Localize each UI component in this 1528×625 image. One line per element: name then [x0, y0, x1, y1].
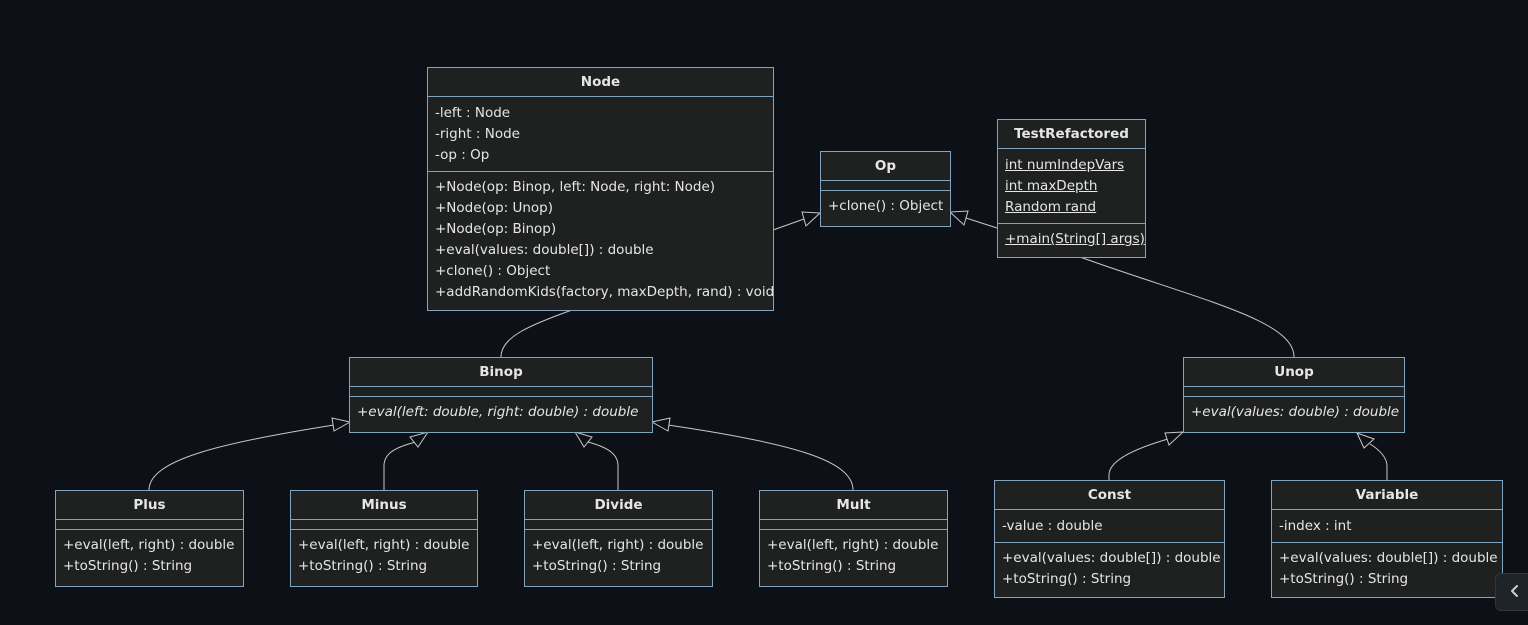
class-variable[interactable]: Variable -index : int +eval(values: doub… — [1271, 480, 1503, 598]
class-attributes — [760, 520, 947, 530]
class-title: Const — [995, 481, 1224, 510]
method: +eval(values: double[]) : double — [435, 242, 654, 258]
class-attributes — [525, 520, 712, 530]
method: +toString() : String — [1002, 571, 1132, 587]
static-attribute: int numIndepVars — [1005, 157, 1125, 173]
class-attributes: -left : Node -right : Node -op : Op — [428, 97, 773, 172]
class-attributes: -index : int — [1272, 510, 1502, 543]
method: +eval(values: double[]) : double — [1279, 550, 1498, 566]
edge-variable-unop — [1369, 443, 1388, 480]
method: +toString() : String — [532, 558, 662, 574]
method: +Node(op: Binop, left: Node, right: Node… — [435, 179, 716, 195]
arrowhead-minus-binop — [409, 431, 430, 448]
method: +toString() : String — [767, 558, 897, 574]
class-title: Binop — [350, 358, 652, 387]
class-methods: +eval(left, right) : double +toString() … — [760, 530, 947, 582]
method: +eval(left, right) : double — [532, 537, 704, 553]
class-methods: +eval(values: double) : double — [1184, 397, 1404, 428]
class-methods: +main(String[] args) — [998, 224, 1145, 255]
edge-divide-binop — [587, 441, 619, 490]
edge-test-op — [965, 217, 998, 229]
arrowhead-mult-binop — [650, 417, 671, 432]
class-title: Variable — [1272, 481, 1502, 510]
method: +addRandomKids(factory, maxDepth, rand) … — [435, 284, 775, 300]
class-node[interactable]: Node -left : Node -right : Node -op : Op… — [427, 67, 774, 311]
method: +toString() : String — [298, 558, 428, 574]
class-minus[interactable]: Minus +eval(left, right) : double +toStr… — [290, 490, 478, 587]
static-attribute: Random rand — [1005, 199, 1097, 215]
class-title: Minus — [291, 491, 477, 520]
class-methods: +eval(left, right) : double +toString() … — [56, 530, 243, 582]
arrowhead-node-op — [801, 211, 822, 227]
class-binop[interactable]: Binop +eval(left: double, right: double)… — [349, 357, 653, 433]
class-title: TestRefactored — [998, 120, 1145, 149]
attribute: -value : double — [1002, 518, 1103, 534]
static-attribute: int maxDepth — [1005, 178, 1098, 194]
method: +eval(left, right) : double — [767, 537, 939, 553]
attribute: -left : Node — [435, 105, 511, 121]
class-methods: +eval(values: double[]) : double +toStri… — [1272, 543, 1502, 595]
class-title: Plus — [56, 491, 243, 520]
attribute: -op : Op — [435, 147, 490, 163]
edge-test-unop — [1079, 256, 1295, 358]
class-mult[interactable]: Mult +eval(left, right) : double +toStri… — [759, 490, 948, 587]
class-methods: +clone() : Object — [821, 191, 950, 222]
arrowhead-variable-unop — [1356, 432, 1375, 449]
class-attributes: -value : double — [995, 510, 1224, 543]
class-plus[interactable]: Plus +eval(left, right) : double +toStri… — [55, 490, 244, 587]
method: +clone() : Object — [828, 198, 944, 214]
class-op[interactable]: Op +clone() : Object — [820, 151, 951, 227]
attribute: -index : int — [1279, 518, 1352, 534]
method: +eval(left, right) : double — [298, 537, 470, 553]
class-methods: +Node(op: Binop, left: Node, right: Node… — [428, 172, 775, 308]
edge-minus-binop — [383, 441, 417, 490]
method: +eval(values: double[]) : double — [1002, 550, 1221, 566]
abstract-method: +eval(left: double, right: double) : dou… — [357, 404, 639, 420]
arrowhead-test-op — [948, 210, 969, 226]
class-attributes: int numIndepVars int maxDepth Random ran… — [998, 149, 1145, 224]
method: +eval(left, right) : double — [63, 537, 235, 553]
arrowhead-const-unop — [1164, 431, 1185, 446]
class-attributes — [291, 520, 477, 530]
class-title: Op — [821, 152, 950, 181]
chevron-left-icon — [1508, 583, 1522, 602]
class-attributes — [821, 181, 950, 191]
arrowhead-divide-binop — [573, 431, 593, 448]
class-title: Unop — [1184, 358, 1404, 387]
class-methods: +eval(left: double, right: double) : dou… — [350, 397, 652, 428]
class-unop[interactable]: Unop +eval(values: double) : double — [1183, 357, 1405, 433]
class-attributes — [56, 520, 243, 530]
collapse-panel-button[interactable] — [1495, 573, 1528, 611]
static-method: +main(String[] args) — [1005, 231, 1145, 247]
class-test-refactored[interactable]: TestRefactored int numIndepVars int maxD… — [997, 119, 1146, 258]
attribute: -right : Node — [435, 126, 520, 142]
edge-const-unop — [1108, 438, 1169, 480]
class-title: Node — [428, 68, 773, 97]
arrowhead-plus-binop — [331, 417, 352, 432]
class-divide[interactable]: Divide +eval(left, right) : double +toSt… — [524, 490, 713, 587]
abstract-method: +eval(values: double) : double — [1191, 404, 1400, 420]
class-attributes — [1184, 387, 1404, 397]
method: +Node(op: Unop) — [435, 200, 554, 216]
class-title: Mult — [760, 491, 947, 520]
class-methods: +eval(left, right) : double +toString() … — [291, 530, 477, 582]
method: +toString() : String — [63, 558, 193, 574]
edge-plus-binop — [148, 424, 335, 491]
class-title: Divide — [525, 491, 712, 520]
class-methods: +eval(left, right) : double +toString() … — [525, 530, 712, 582]
method: +clone() : Object — [435, 263, 551, 279]
edge-node-binop — [500, 309, 573, 358]
edge-node-op — [772, 218, 805, 231]
method: +Node(op: Binop) — [435, 221, 557, 237]
class-methods: +eval(values: double[]) : double +toStri… — [995, 543, 1224, 595]
method: +toString() : String — [1279, 571, 1409, 587]
class-const[interactable]: Const -value : double +eval(values: doub… — [994, 480, 1225, 598]
class-attributes — [350, 387, 652, 397]
edge-mult-binop — [667, 424, 854, 491]
